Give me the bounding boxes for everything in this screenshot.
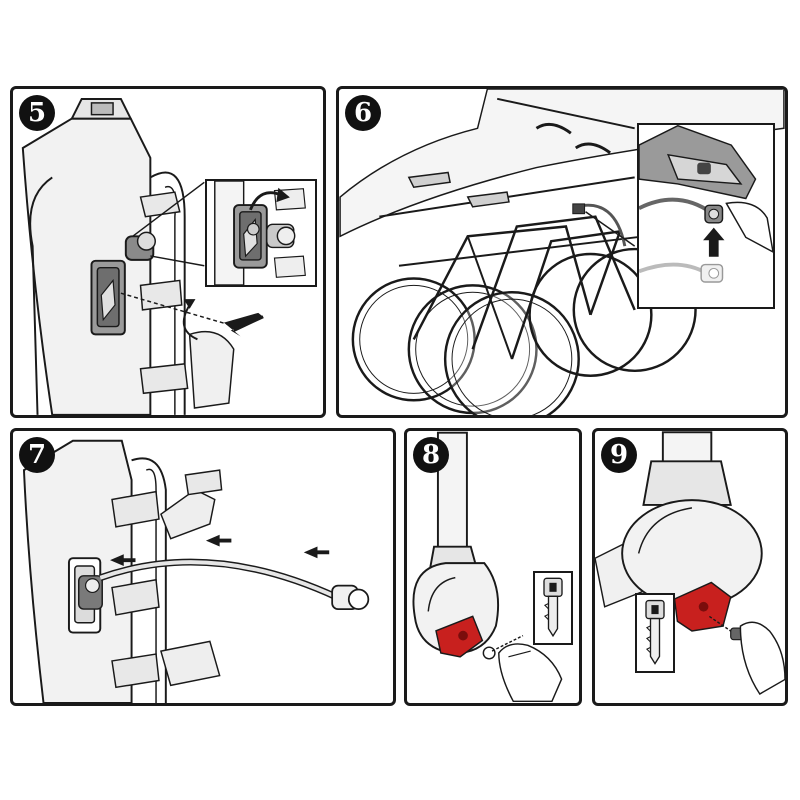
step-5-panel: 5 (10, 86, 326, 418)
step-9-panel: 9 (592, 428, 788, 706)
step-9-key-inset (635, 593, 675, 673)
key-icon (645, 599, 665, 665)
step-5-illustration (21, 97, 264, 415)
step-number-badge: 8 (413, 437, 449, 473)
step-7-panel: 7 (10, 428, 396, 706)
cable-detail-illustration (639, 125, 773, 283)
step-number-badge: 7 (19, 437, 55, 473)
step-6-panel: 6 (336, 86, 788, 418)
step-9-illustration (595, 431, 785, 695)
step-8-panel: 8 (404, 428, 582, 706)
step-6-detail-inset (637, 123, 775, 309)
lock-detail-illustration (214, 181, 306, 285)
step-7-illustration (22, 439, 370, 703)
step-5-detail-inset (205, 179, 317, 287)
step-8-illustration (412, 431, 563, 703)
step-number-badge: 5 (19, 95, 55, 131)
step-number-badge: 9 (601, 437, 637, 473)
key-icon (543, 577, 563, 638)
step-number-badge: 6 (345, 95, 381, 131)
step-8-key-inset (533, 571, 573, 645)
